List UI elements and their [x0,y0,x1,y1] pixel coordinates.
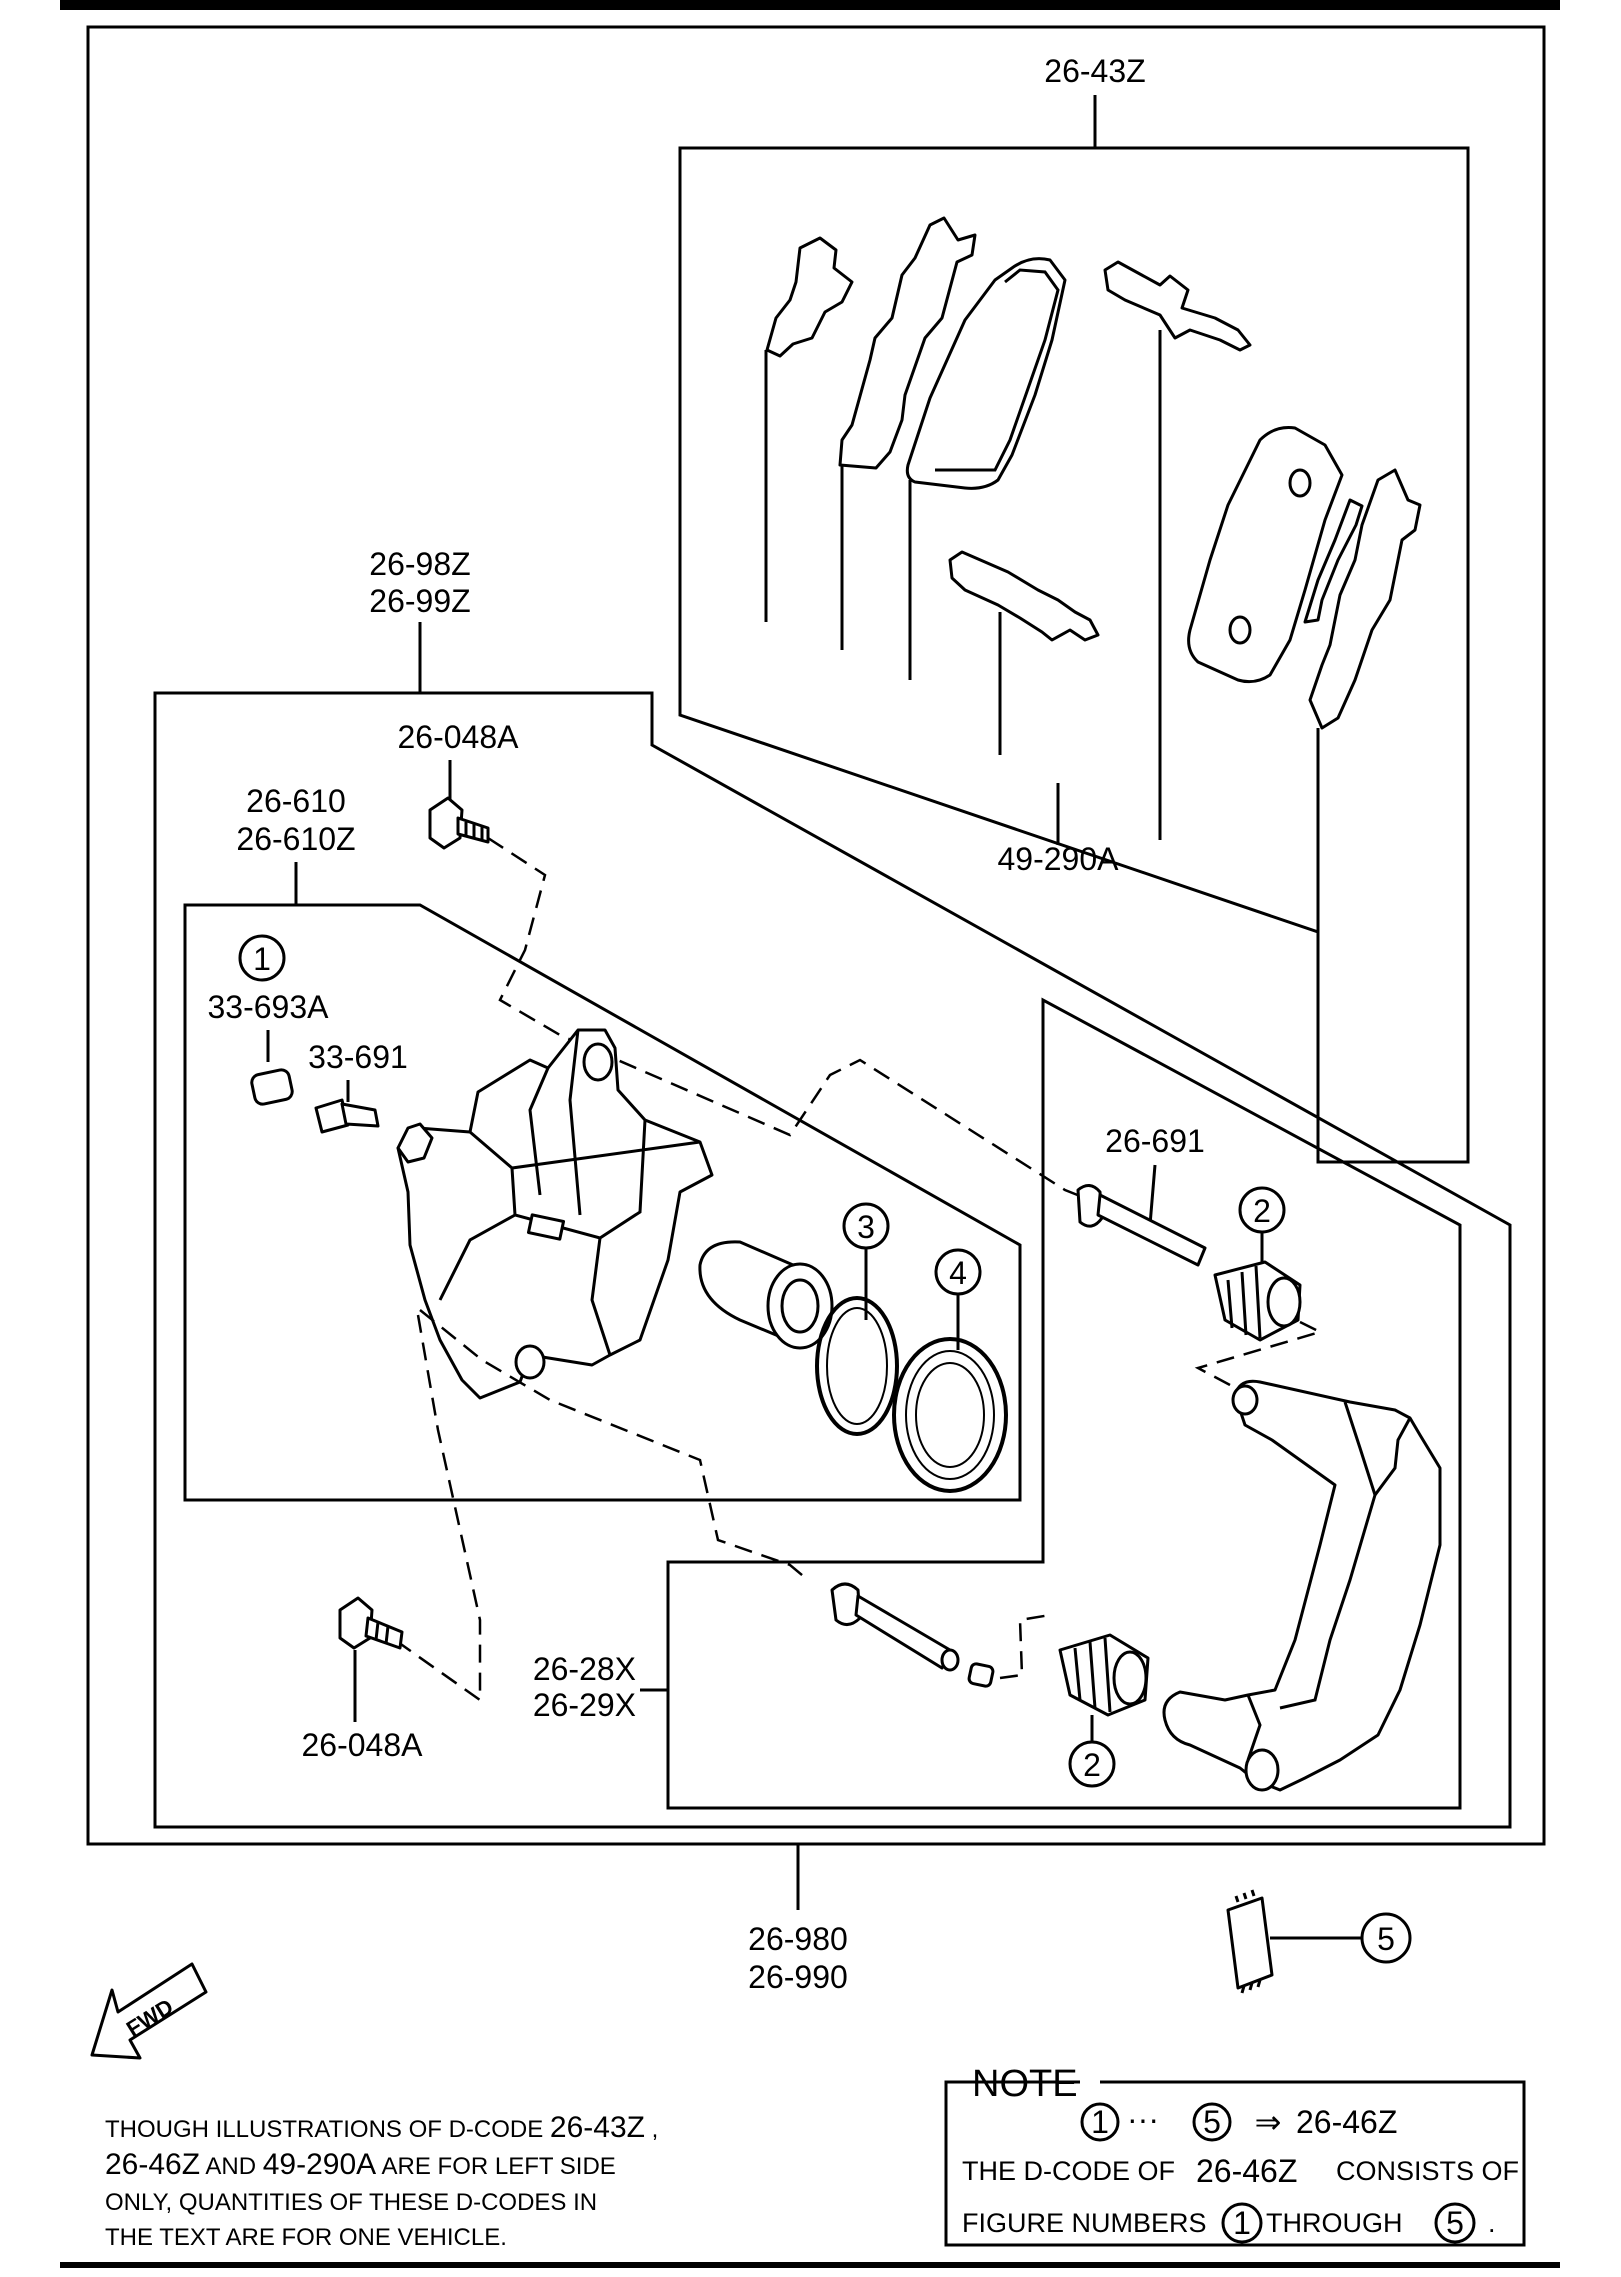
bracket-box [666,997,1462,1810]
bolt-upper [428,796,490,850]
bolt-upper-dashline [487,836,1081,1198]
fig-num-2-lower: 2 [1083,1747,1101,1783]
pin-boot-upper [1213,1260,1302,1342]
bolt-lower [338,1596,404,1650]
note-line-3-b: THROUGH [1266,2208,1403,2238]
note-line-3-a: FIGURE NUMBERS [962,2208,1207,2238]
caption-line-2: 26-46Z AND 49-290A ARE FOR LEFT SIDE [105,2148,616,2181]
pad-left [905,257,1067,490]
bracket-label-1: 26-28X [533,1651,636,1687]
anti-rattle-clip-lower [948,550,1100,642]
pad-right-hole-bottom [1228,615,1252,645]
sleeve-dashline [999,1613,1051,1680]
note-arrow: ⇒ [1255,2104,1282,2140]
assembly-label-1: 26-980 [748,1921,848,1957]
fig-num-1-circle [238,934,286,982]
pad-kit-box [678,146,1470,1164]
fig-num-2-upper: 2 [1253,1193,1271,1229]
bolt-lower-dashline-2 [394,1314,482,1703]
note-range-dots: ··· [1127,2101,1159,2137]
bottom-rule [60,2262,1560,2268]
pin-boot-lower [1058,1633,1150,1717]
note-range-code: 26-46Z [1296,2104,1397,2140]
bolt-upper-label: 26-048A [398,719,520,755]
outer-shim-right [1303,498,1364,624]
bleeder-cap [250,1068,294,1106]
fig-num-5-circle [1360,1912,1412,1964]
fig-num-2-lower-circle [1068,1740,1116,1788]
guide-pin-leader [1148,1164,1157,1226]
backing-plate-left [838,216,977,470]
caliper-assy-box [153,691,1512,1829]
note-line-3-n2: 5 [1446,2205,1464,2241]
cap-label: 33-693A [208,989,330,1025]
outer-frame [86,25,1546,1846]
caliper-body [396,1028,714,1400]
fig-num-4: 4 [949,1255,967,1291]
caption-line-3: ONLY, QUANTITIES OF THESE D-CODES IN [105,2189,597,2216]
pin-sleeve-lower [967,1662,995,1688]
fwd-arrow-icon: FWD [90,1962,208,2060]
guide-pin-lower [830,1582,960,1672]
anti-rattle-clip-upper [1103,260,1252,352]
guide-pin-label: 26-691 [1105,1123,1205,1159]
bolt-lower-dashline [419,1309,809,1581]
shim-label: 49-290A [998,841,1120,877]
note-line-2-code: 26-46Z [1196,2153,1297,2189]
note-range-start: 1 [1091,2104,1109,2140]
pad-right-hole-top [1288,468,1312,498]
piston-seal [815,1296,899,1436]
note-range-end: 5 [1203,2104,1221,2140]
dust-boot-mid [905,1350,995,1480]
fig-num-5: 5 [1377,1921,1395,1957]
caliper-box [183,903,1022,1502]
pad-left-friction [935,268,1060,472]
fig-num-3: 3 [857,1209,875,1245]
note-title: NOTE [972,2063,1078,2105]
caliper-label-2: 26-610Z [236,821,355,857]
piston [698,1240,834,1350]
pad-right [1187,426,1344,684]
note-line-3-n1: 1 [1233,2205,1251,2241]
assembly-label-2: 26-990 [748,1959,848,1995]
backing-plate-right [1308,468,1422,730]
caption-line-1: THOUGH ILLUSTRATIONS OF D-CODE 26-43Z , [105,2111,658,2144]
dust-boot [892,1337,1008,1493]
fig-num-1: 1 [253,941,271,977]
outer-shim-left [765,236,854,358]
boot-upper-dashline [1194,1320,1324,1387]
bleeder-label: 33-691 [308,1039,408,1075]
caliper-bracket [1162,1379,1442,1792]
top-rule [60,0,1560,10]
note-line-2-a: THE D-CODE OF [962,2156,1175,2186]
bolt-lower-label: 26-048A [302,1727,424,1763]
caliper-label-1: 26-610 [246,783,346,819]
bleeder-screw [314,1098,380,1134]
caliper-assy-label-2: 26-99Z [369,583,470,619]
note-box: NOTE 1 ··· 5 ⇒ 26-46Z THE D-CODE OF 26-4… [944,2063,1526,2247]
caption-line-4: THE TEXT ARE FOR ONE VEHICLE. [105,2224,507,2251]
piston-seal-inner [826,1307,888,1425]
pad-kit-leaders [764,330,1320,932]
dust-boot-inner [915,1362,985,1468]
note-line-2-b: CONSISTS OF [1336,2156,1519,2186]
pad-kit-label: 26-43Z [1044,53,1145,89]
caliper-assy-label-1: 26-98Z [369,546,470,582]
bracket-label-2: 26-29X [533,1687,636,1723]
guide-pin-upper [1076,1184,1207,1267]
note-line-3-end: . [1488,2208,1496,2238]
grease-packet [1226,1889,1274,1994]
